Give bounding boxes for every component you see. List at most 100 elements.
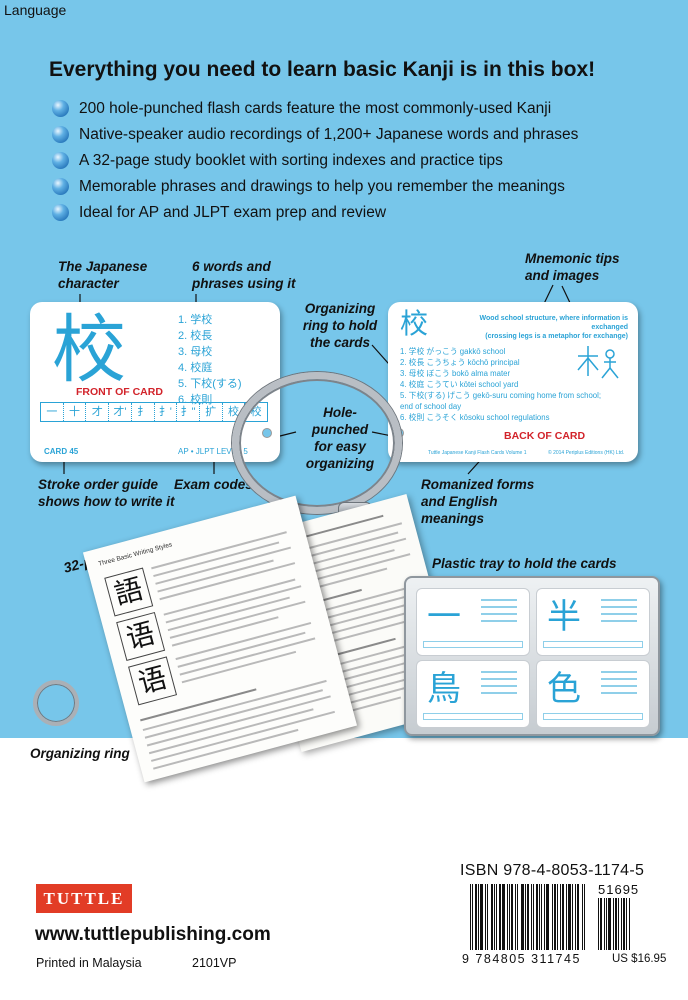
barcode-bar bbox=[544, 884, 545, 950]
tray-card: 鳥 bbox=[416, 660, 530, 728]
stroke-order-row: 一 十 才 才' 扌 扌' 扌" 扩 校 校 bbox=[40, 402, 268, 422]
tray-card: 一 bbox=[416, 588, 530, 656]
booklet-glyph: 语 bbox=[128, 656, 178, 706]
barcode-bar bbox=[566, 884, 567, 950]
blue-bullet-icon bbox=[52, 152, 69, 169]
tuttle-logo: TUTTLE bbox=[36, 884, 132, 913]
booklet-glyph: 语 bbox=[116, 611, 166, 661]
back-kanji: 校 bbox=[400, 307, 429, 340]
barcode-bar bbox=[557, 884, 558, 950]
blue-bullet-icon bbox=[52, 178, 69, 195]
blue-bullet-icon bbox=[52, 126, 69, 143]
front-word-list: 1. 学校 2. 校長 3. 母校 4. 校庭 5. 下校(する) 6. 校則 bbox=[178, 314, 242, 406]
callout-organizing-ring-small: Organizing ring bbox=[30, 746, 130, 761]
mnemonic-text: Wood school structure, where information… bbox=[479, 315, 628, 340]
back-of-card-label: BACK OF CARD bbox=[504, 430, 586, 442]
booklet-glyph: 語 bbox=[104, 567, 154, 617]
plastic-tray: 一 半 鳥 色 bbox=[404, 576, 660, 736]
barcode-bar bbox=[606, 898, 607, 950]
barcode-bar bbox=[475, 884, 477, 950]
barcode-bar bbox=[502, 884, 505, 950]
feature-item: Native-speaker audio recordings of 1,200… bbox=[52, 124, 578, 150]
blue-bullet-icon bbox=[52, 100, 69, 117]
binder-ring bbox=[232, 372, 402, 514]
barcode-bar bbox=[629, 898, 630, 950]
barcode-bar bbox=[604, 898, 605, 950]
print-code: 2101VP bbox=[192, 956, 237, 970]
tray-card: 半 bbox=[536, 588, 650, 656]
barcode-bar bbox=[541, 884, 542, 950]
back-word-list: 1. 学校 がっこう gakkō school 2. 校長 こうちょう kōch… bbox=[400, 347, 602, 422]
feature-list: 200 hole-punched flash cards feature the… bbox=[52, 98, 578, 228]
barcode-bar bbox=[527, 884, 529, 950]
barcode-bar bbox=[575, 884, 576, 950]
front-kanji: 校 bbox=[52, 307, 126, 393]
barcode-bar bbox=[487, 884, 488, 950]
blue-bullet-icon bbox=[52, 204, 69, 221]
small-organizing-ring bbox=[33, 680, 79, 726]
barcode-bar bbox=[562, 884, 564, 950]
barcode-bar bbox=[536, 884, 538, 950]
back-flash-card: 校 Wood school structure, where informati… bbox=[388, 302, 638, 462]
barcode-bar bbox=[507, 884, 508, 950]
barcode-bar bbox=[509, 884, 510, 950]
barcode-bar bbox=[626, 898, 627, 950]
language-label: Language bbox=[4, 2, 67, 18]
barcode-digits: 9 784805 311745 bbox=[462, 952, 581, 966]
barcode-bar bbox=[615, 898, 617, 950]
barcode-bar bbox=[600, 898, 602, 950]
supplement-barcode bbox=[598, 898, 631, 950]
barcode-bar bbox=[533, 884, 534, 950]
price-label: US $16.95 bbox=[612, 953, 667, 965]
barcode-bar bbox=[560, 884, 561, 950]
tray-card: 色 bbox=[536, 660, 650, 728]
barcode-bar bbox=[491, 884, 493, 950]
barcode-bar bbox=[499, 884, 501, 950]
barcode-bar bbox=[472, 884, 473, 950]
barcode-bar bbox=[582, 884, 583, 950]
callout-plastic-tray: Plastic tray to hold the cards bbox=[432, 556, 617, 571]
barcode-bar bbox=[531, 884, 532, 950]
headline: Everything you need to learn basic Kanji… bbox=[49, 58, 596, 81]
barcode-bar bbox=[623, 898, 625, 950]
barcode-bar bbox=[521, 884, 524, 950]
barcode-bar bbox=[515, 884, 516, 950]
white-background-panel bbox=[0, 738, 688, 1000]
barcode-bar bbox=[618, 898, 619, 950]
barcode-supplement-digits: 51695 bbox=[598, 882, 640, 897]
barcode-bar bbox=[517, 884, 518, 950]
card-number: CARD 45 bbox=[44, 447, 79, 456]
feature-item: Memorable phrases and drawings to help y… bbox=[52, 176, 578, 202]
barcode-bar bbox=[478, 884, 479, 950]
barcode-bar bbox=[539, 884, 540, 950]
barcode-bar bbox=[577, 884, 579, 950]
isbn-number: ISBN 978-4-8053-1174-5 bbox=[460, 862, 645, 879]
publisher-url[interactable]: www.tuttlepublishing.com bbox=[35, 924, 271, 945]
feature-item: Ideal for AP and JLPT exam prep and revi… bbox=[52, 202, 578, 228]
callout-exam-codes: Exam codes bbox=[174, 477, 253, 492]
barcode-bar bbox=[568, 884, 571, 950]
mnemonic-drawing-icon bbox=[577, 346, 619, 379]
barcode-bar bbox=[621, 898, 622, 950]
barcode-bar bbox=[470, 884, 471, 950]
back-footer-title: Tuttle Japanese Kanji Flash Cards Volume… bbox=[428, 450, 527, 456]
barcode-bar bbox=[572, 884, 573, 950]
barcode-bar bbox=[584, 884, 585, 950]
barcode-bar bbox=[496, 884, 497, 950]
barcode-bar bbox=[480, 884, 483, 950]
barcode-bar bbox=[598, 898, 599, 950]
front-of-card-label: FRONT OF CARD bbox=[76, 386, 163, 398]
barcode-bar bbox=[552, 884, 553, 950]
barcode-bar bbox=[525, 884, 526, 950]
barcode-bar bbox=[608, 898, 611, 950]
barcode-bar bbox=[546, 884, 549, 950]
back-footer-copyright: © 2014 Periplus Editions (HK) Ltd. bbox=[548, 450, 625, 456]
barcode-bar bbox=[613, 898, 614, 950]
exam-codes: AP • JLPT LEVEL 5 bbox=[178, 447, 248, 456]
